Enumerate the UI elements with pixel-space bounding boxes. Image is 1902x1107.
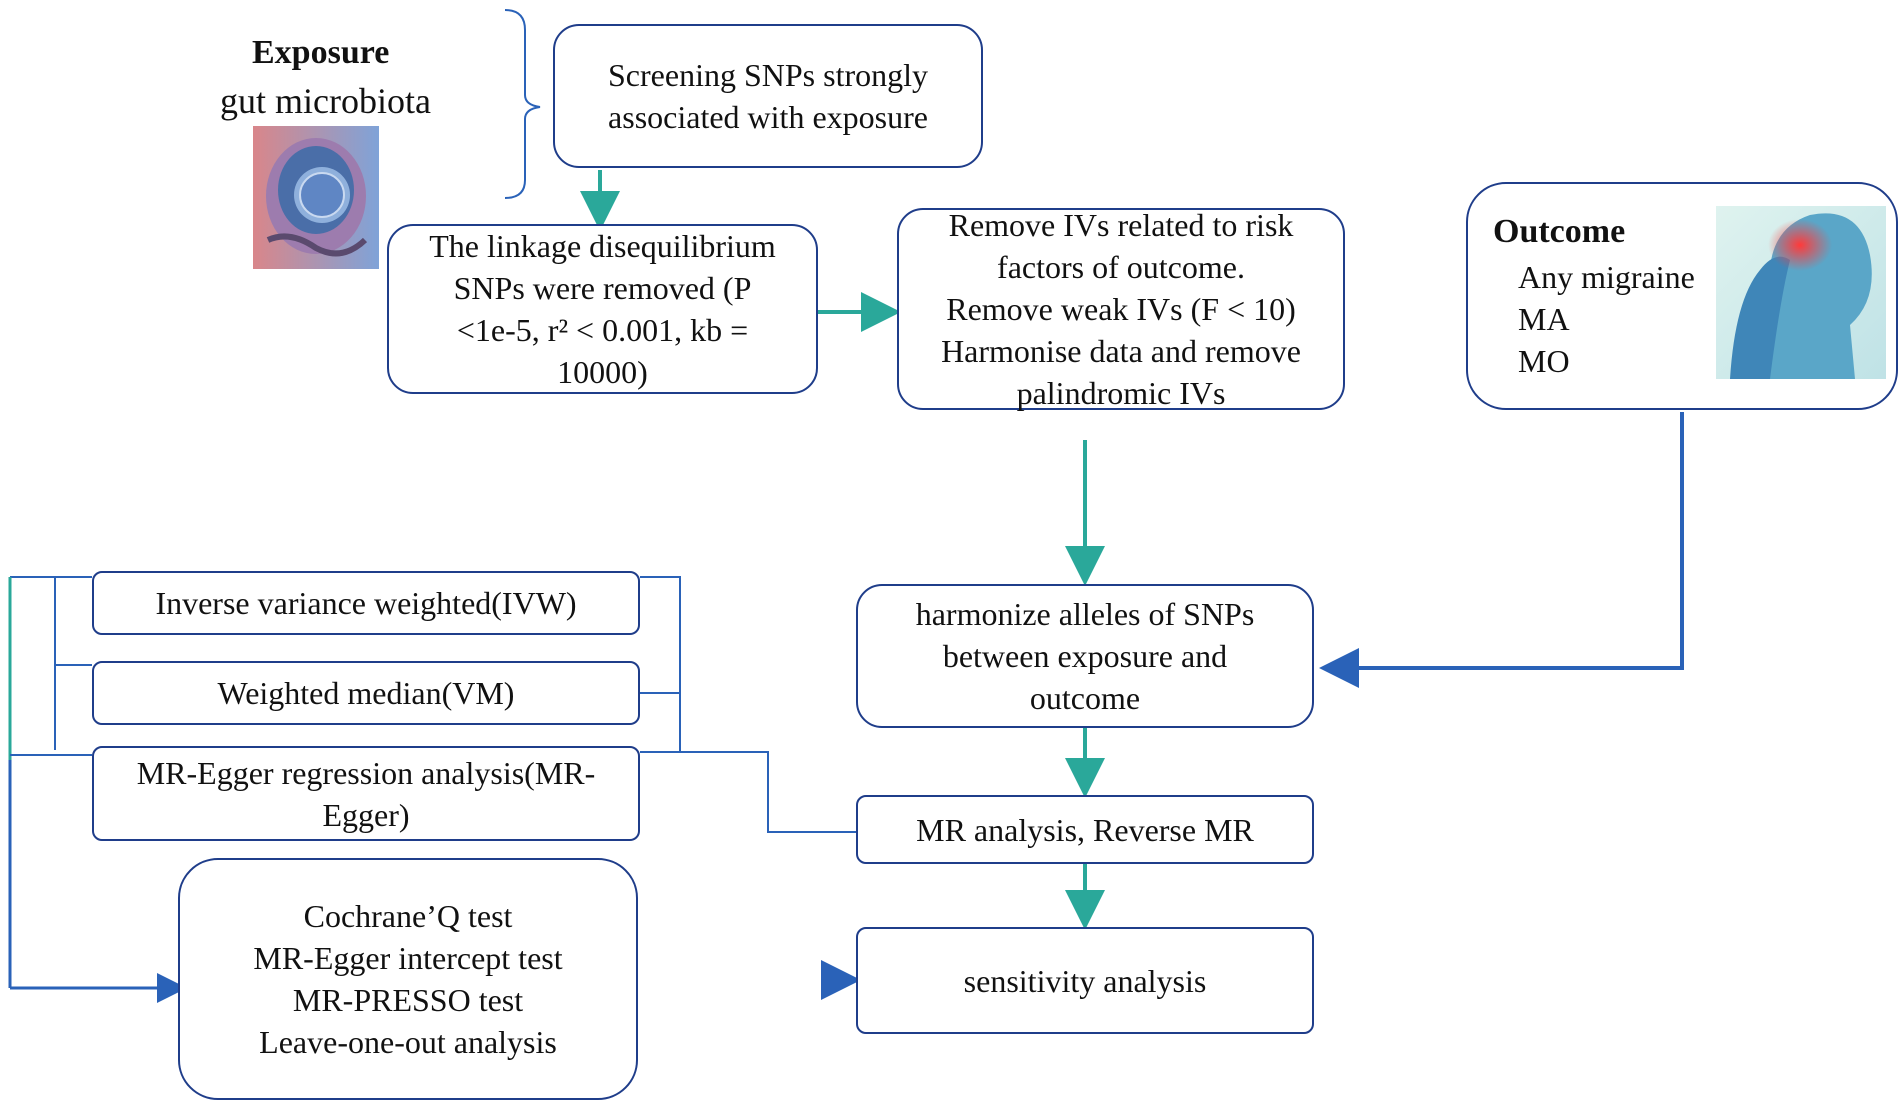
outcome-item: MO bbox=[1518, 343, 1570, 379]
exposure-title: Exposure bbox=[252, 34, 390, 71]
test-item: Leave-one-out analysis bbox=[259, 1024, 557, 1060]
wm-method-box: Weighted median(VM) bbox=[92, 661, 640, 725]
wm-label: Weighted median(VM) bbox=[217, 675, 515, 711]
egger-line-2: Egger) bbox=[322, 796, 410, 833]
exposure-bracket bbox=[504, 9, 541, 199]
removeivs-line-4: Harmonise data and remove bbox=[941, 333, 1301, 369]
mr-analysis-label: MR analysis, Reverse MR bbox=[916, 811, 1254, 848]
headache-illustration bbox=[1716, 206, 1886, 379]
removeivs-line-3: Remove weak IVs (F < 10) bbox=[946, 291, 1296, 327]
methods-to-mr-connector bbox=[680, 751, 856, 833]
outcome-item: MA bbox=[1518, 301, 1570, 337]
removeivs-line-5: palindromic IVs bbox=[1016, 375, 1226, 411]
removeivs-line-1: Remove IVs related to risk bbox=[948, 207, 1294, 243]
ld-line-2: SNPs were removed (P bbox=[453, 270, 752, 306]
test-item: Cochrane’Q test bbox=[303, 898, 513, 934]
test-item: MR-Egger intercept test bbox=[253, 940, 563, 976]
ld-removed-box: The linkage disequilibrium SNPs were rem… bbox=[387, 224, 818, 394]
harmonize-line-2: between exposure and bbox=[942, 638, 1228, 674]
harmonize-alleles-box: harmonize alleles of SNPs between exposu… bbox=[856, 584, 1314, 728]
remove-ivs-box: Remove IVs related to risk factors of ou… bbox=[897, 207, 1345, 411]
gut-microbiota-illustration bbox=[253, 126, 379, 269]
exposure-subtitle: gut microbiota bbox=[220, 81, 431, 121]
egger-method-box: MR-Egger regression analysis(MR- Egger) bbox=[92, 746, 640, 841]
removeivs-line-2: factors of outcome. bbox=[997, 249, 1245, 285]
harmonize-line-3: outcome bbox=[1029, 680, 1141, 716]
methods-right-bracket bbox=[640, 576, 681, 753]
sensitivity-tests-box: Cochrane’Q test MR-Egger intercept test … bbox=[178, 858, 638, 1100]
sensitivity-label: sensitivity analysis bbox=[963, 962, 1207, 999]
screening-snps-box: Screening SNPs strongly associated with … bbox=[553, 24, 983, 168]
harmonize-line-1: harmonize alleles of SNPs bbox=[915, 596, 1255, 632]
sensitivity-analysis-box: sensitivity analysis bbox=[856, 927, 1314, 1034]
screening-line-2: associated with exposure bbox=[608, 99, 928, 135]
ivw-label: Inverse variance weighted(IVW) bbox=[155, 585, 577, 621]
outcome-title: Outcome bbox=[1493, 213, 1626, 250]
test-item: MR-PRESSO test bbox=[292, 982, 524, 1018]
ld-line-3: <1e-5, r² < 0.001, kb = bbox=[456, 312, 749, 348]
outcome-item: Any migraine bbox=[1518, 259, 1695, 295]
outcome-list: Any migraine MA MO bbox=[1518, 256, 1695, 382]
egger-line-1: MR-Egger regression analysis(MR- bbox=[136, 754, 596, 791]
mr-analysis-box: MR analysis, Reverse MR bbox=[856, 795, 1314, 864]
screening-line-1: Screening SNPs strongly bbox=[608, 57, 928, 93]
arrow-outcome-to-harmonize bbox=[1319, 412, 1684, 688]
ivw-method-box: Inverse variance weighted(IVW) bbox=[92, 571, 640, 635]
outcome-box bbox=[1466, 182, 1898, 410]
ld-line-4: 10000) bbox=[557, 354, 648, 390]
ld-line-1: The linkage disequilibrium bbox=[429, 228, 776, 264]
